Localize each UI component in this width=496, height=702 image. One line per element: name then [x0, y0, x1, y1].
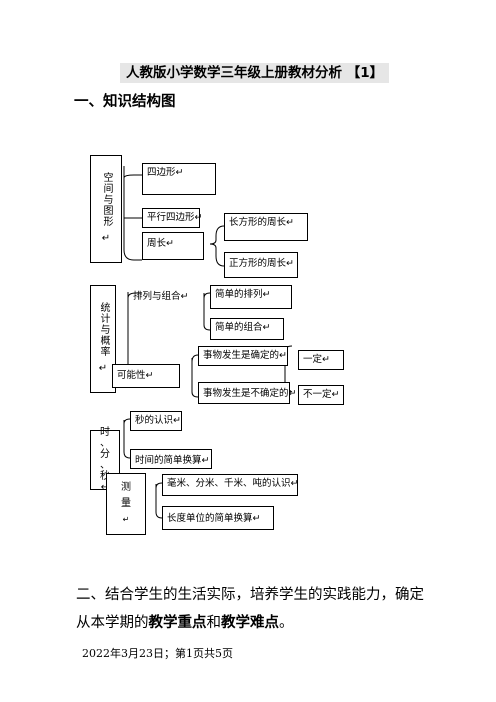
category-label-0: 时 — [100, 427, 110, 438]
connector-measure-units — [155, 482, 163, 489]
connector-possibility-certain — [191, 354, 199, 363]
category-hour-minute-second: 时 、 分 、 秒 ↵ — [90, 427, 120, 493]
node-rectangle-perimeter: 长方形的周长↵ — [224, 213, 308, 241]
category-label-1: 、 — [100, 438, 110, 449]
document-title: 人教版小学数学三年级上册教材分析 【1】 — [120, 63, 390, 83]
node-time-conversion: 时间的简单换算↵ — [130, 449, 212, 469]
section-paragraph-teaching-focus: 二、结合学生的生活实际，培养学生的实践能力，确定从本学期的教学重点和教学难点。 — [76, 582, 436, 637]
category-label-0: 测 — [121, 482, 131, 493]
category-measurement: 测 量 ↵ — [106, 473, 146, 535]
node-length-unit-conversion: 长度单位的简单换算↵ — [162, 506, 274, 530]
node-uncertain-event: 事物发生是不确定的↵ — [198, 382, 296, 404]
bold-teaching-focus: 教学重点 — [148, 614, 207, 631]
brace-perimeter — [209, 225, 225, 267]
category-label: 统计与概率 — [98, 302, 109, 357]
node-parallelogram: 平行四边形↵ — [142, 208, 202, 228]
category-statistics-and-probability: 统计与概率 ↵ — [90, 285, 116, 393]
page-footer: 2022年3月23日；第1页共5页 — [82, 647, 233, 660]
bold-teaching-difficulty: 教学难点 — [221, 614, 279, 631]
connector-space — [123, 166, 142, 261]
return-mark: ↵ — [122, 515, 130, 524]
node-square-perimeter: 正方形的周长↵ — [224, 252, 298, 278]
return-mark: ↵ — [101, 233, 111, 244]
paragraph-end: 。 — [279, 615, 294, 631]
node-perimeter: 周长↵ — [142, 232, 204, 260]
category-label-3: 、 — [100, 460, 110, 471]
node-not-definitely: 不一定↵ — [298, 385, 344, 405]
connector-measure — [155, 484, 163, 519]
connector-stats-combo — [127, 292, 142, 299]
connector-time — [123, 420, 131, 459]
paragraph-text: 二、结合学生的生活实际，培养学生的实践能力，确定从本学期的 — [76, 587, 424, 631]
node-simple-permutation: 简单的排列↵ — [210, 285, 292, 309]
node-simple-combination: 简单的组合↵ — [210, 318, 284, 340]
section-heading-knowledge-structure: 一、知识结构图 — [74, 94, 176, 110]
category-label: 空间与图形 — [101, 172, 112, 227]
return-mark: ↵ — [98, 363, 108, 374]
category-space-and-shapes: 空间与图形 ↵ — [90, 155, 122, 263]
node-quadrilateral: 四边形↵ — [142, 163, 216, 195]
connector-possibility-items — [191, 358, 199, 398]
category-label-2: 分 — [100, 449, 110, 460]
node-permutation-combination: 排列与组合↵ — [133, 291, 189, 302]
paragraph-connector: 和 — [206, 615, 222, 631]
node-certain-event: 事物发生是确定的↵ — [198, 346, 288, 366]
connector-space-quadrilateral — [123, 174, 142, 179]
node-units-recognition: 毫米、分米、千米、吨的认识↵ — [162, 474, 298, 496]
connector-combo-items — [203, 293, 211, 331]
node-possibility: 可能性↵ — [112, 364, 180, 388]
category-label-1: 量 — [121, 498, 131, 509]
category-label-4: 秒 — [100, 471, 110, 482]
node-understanding-seconds: 秒的认识↵ — [130, 411, 182, 431]
return-mark: ↵ — [100, 482, 110, 493]
connector-time-second — [123, 418, 131, 425]
node-definitely: 一定↵ — [298, 350, 344, 370]
connector-combo-permutation — [203, 292, 211, 299]
